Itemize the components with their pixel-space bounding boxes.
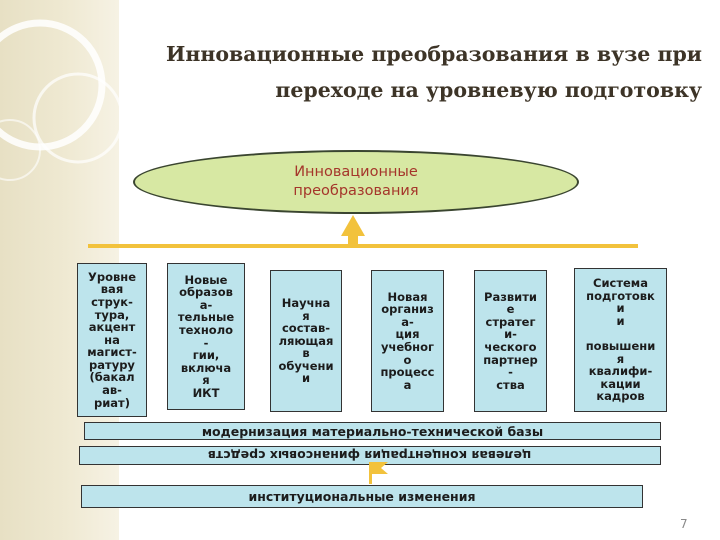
decorative-circles bbox=[0, 19, 119, 181]
box-text-line: ция bbox=[395, 327, 420, 342]
box-text-line: о bbox=[403, 352, 412, 367]
box-text-line: обучени bbox=[278, 358, 334, 373]
box-text-line: е bbox=[506, 302, 515, 317]
box-text-line: тура, bbox=[94, 307, 130, 322]
box-text-line: и bbox=[301, 371, 311, 386]
box-text-line: струк- bbox=[91, 294, 133, 309]
bar-institutional-label: институциональные изменения bbox=[248, 489, 476, 504]
box-text-line: кации bbox=[600, 376, 641, 391]
box-text-line: Новая bbox=[387, 289, 428, 304]
box-text-line: (бакал bbox=[89, 370, 135, 385]
box-text-line: и bbox=[616, 301, 625, 316]
box-text-line: Новые bbox=[184, 272, 228, 287]
box-text-line: включа bbox=[180, 360, 232, 375]
box-text-line: ляющая bbox=[278, 333, 334, 348]
box-text-line: квалифи- bbox=[588, 364, 653, 379]
box-text-line: стратег bbox=[485, 314, 536, 329]
box-text-line: учебног bbox=[380, 340, 435, 354]
connector-line bbox=[88, 244, 638, 248]
box-text-line: вая bbox=[100, 282, 124, 297]
ellipse-line-2: преобразования bbox=[293, 183, 419, 199]
box-text-line: Уровне bbox=[87, 269, 137, 284]
title-line-2: переходе на уровневую подготовку bbox=[275, 78, 702, 102]
box-text-line: а- bbox=[199, 297, 213, 312]
flag-icon bbox=[369, 462, 388, 484]
box-text-line: я bbox=[302, 308, 310, 323]
page-number: 7 bbox=[680, 517, 688, 531]
innovation-ellipse: Инновационные преобразования bbox=[133, 150, 579, 214]
box-text-line: организ bbox=[381, 302, 434, 317]
up-arrow-icon bbox=[341, 215, 365, 246]
box-text-line: ИКТ bbox=[192, 385, 220, 400]
box-text-line: тельные bbox=[177, 310, 235, 325]
box-text-line: и bbox=[616, 313, 625, 328]
box-text-line: Система bbox=[593, 276, 648, 291]
box-text-line: а bbox=[403, 377, 412, 392]
bar-modernization: модернизация материально-технической баз… bbox=[84, 422, 661, 440]
box-text-line: подготовк bbox=[586, 288, 655, 303]
box-text-line: - bbox=[508, 365, 513, 380]
box-text-line: я bbox=[616, 351, 625, 366]
box-text-line: а- bbox=[401, 314, 414, 329]
box-text-line: Развити bbox=[484, 289, 537, 304]
box-text-line: я bbox=[202, 373, 210, 388]
ellipse-line-1: Инновационные bbox=[294, 164, 418, 180]
box-text-line: кадров bbox=[596, 389, 645, 404]
slide-title: Инновационные преобразования в вузе при … bbox=[130, 36, 702, 108]
box-text-line: магист- bbox=[87, 345, 137, 360]
bar-institutional: институциональные изменения bbox=[81, 485, 643, 508]
box-text-line: - bbox=[203, 335, 209, 350]
box-text-line: образов bbox=[179, 285, 233, 300]
box-text-line: партнер bbox=[483, 352, 538, 367]
box-text-line: повышени bbox=[585, 339, 656, 353]
box-text-line: ческого bbox=[484, 340, 537, 354]
bar-modernization-label: модернизация материально-технической баз… bbox=[201, 423, 544, 439]
box-text-line: акцент bbox=[88, 320, 136, 335]
box-text-line: на bbox=[104, 332, 120, 347]
box-text-line: ства bbox=[496, 377, 525, 392]
box-text-line: в bbox=[302, 346, 310, 361]
box-text-line: ратуру bbox=[89, 357, 135, 372]
title-line-1: Инновационные преобразования в вузе при bbox=[165, 42, 702, 66]
box-text-line: гии, bbox=[192, 348, 220, 363]
box-text-line: риат) bbox=[94, 395, 130, 410]
box-text-line: и- bbox=[504, 327, 517, 342]
box-text-line: техноло bbox=[178, 322, 234, 337]
box-text-line: ав- bbox=[102, 383, 122, 398]
box-text-line: процесс bbox=[380, 365, 435, 380]
box-text-line: состав- bbox=[281, 321, 330, 336]
box-text-line: Научна bbox=[281, 295, 331, 310]
